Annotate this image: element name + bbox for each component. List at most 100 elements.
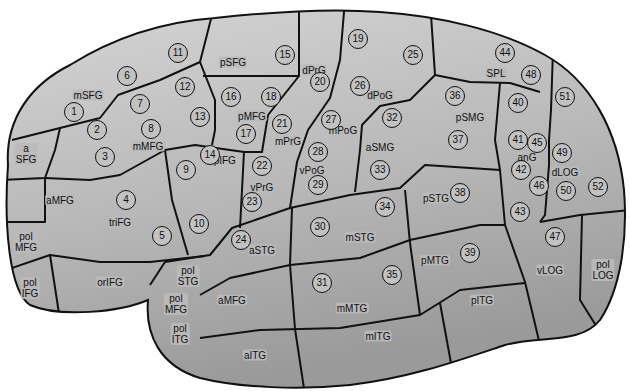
region-label: SPL bbox=[486, 68, 507, 79]
region-label: pSMG bbox=[455, 112, 485, 123]
callout-number: 8 bbox=[148, 124, 154, 134]
callout-number: 44 bbox=[499, 48, 510, 58]
callout-number: 9 bbox=[183, 165, 189, 175]
callout-number: 25 bbox=[407, 50, 418, 60]
region-label: aITG bbox=[243, 350, 267, 361]
callout-circle: 16 bbox=[221, 87, 241, 107]
region-boundary bbox=[290, 0, 345, 208]
region-label: vPoG bbox=[298, 165, 325, 176]
callout-number: 48 bbox=[525, 70, 536, 80]
callout-circle: 39 bbox=[460, 243, 480, 263]
region-boundary bbox=[200, 225, 505, 295]
callout-number: 40 bbox=[512, 98, 523, 108]
region-label: triFG bbox=[108, 217, 132, 228]
callout-number: 26 bbox=[354, 81, 365, 91]
region-label: mPrG bbox=[274, 136, 302, 147]
callout-number: 7 bbox=[137, 99, 143, 109]
callout-number: 15 bbox=[279, 50, 290, 60]
region-label: mSFG bbox=[73, 90, 104, 101]
callout-number: 49 bbox=[556, 148, 567, 158]
callout-circle: 46 bbox=[529, 176, 549, 196]
callout-circle: 33 bbox=[370, 160, 390, 180]
region-label: mMTG bbox=[336, 303, 369, 314]
region-boundary bbox=[12, 15, 212, 140]
region-boundary bbox=[440, 303, 455, 385]
callout-number: 50 bbox=[560, 186, 571, 196]
callout-number: 23 bbox=[246, 197, 257, 207]
callout-circle: 6 bbox=[117, 66, 137, 86]
callout-circle: 38 bbox=[450, 183, 470, 203]
callout-number: 36 bbox=[449, 91, 460, 101]
region-label: mSTG bbox=[345, 232, 376, 243]
region-boundary bbox=[203, 75, 299, 77]
callout-number: 42 bbox=[515, 165, 526, 175]
callout-number: 20 bbox=[314, 77, 325, 87]
callout-circle: 32 bbox=[382, 108, 402, 128]
region-label: pol STG bbox=[177, 265, 200, 287]
callout-number: 47 bbox=[549, 232, 560, 242]
callout-circle: 28 bbox=[308, 142, 328, 162]
callout-number: 10 bbox=[193, 219, 204, 229]
region-label: pol LOG bbox=[591, 259, 614, 281]
callout-circle: 1 bbox=[64, 102, 84, 122]
callout-circle: 41 bbox=[508, 130, 528, 150]
callout-circle: 12 bbox=[175, 77, 195, 97]
region-boundary bbox=[295, 329, 305, 391]
callout-number: 18 bbox=[265, 92, 276, 102]
callout-number: 22 bbox=[256, 161, 267, 171]
callout-number: 46 bbox=[533, 181, 544, 191]
callout-number: 16 bbox=[225, 92, 236, 102]
callout-circle: 8 bbox=[141, 119, 161, 139]
region-boundary bbox=[200, 62, 215, 145]
callout-number: 34 bbox=[379, 202, 390, 212]
callout-number: 12 bbox=[179, 82, 190, 92]
callout-circle: 26 bbox=[350, 76, 370, 96]
callout-number: 38 bbox=[454, 188, 465, 198]
region-label: a SFG bbox=[15, 143, 38, 165]
callout-number: 33 bbox=[374, 165, 385, 175]
region-label: mITG bbox=[365, 331, 392, 342]
region-label: pMFG bbox=[237, 111, 267, 122]
region-label: pITG bbox=[470, 295, 494, 306]
callout-circle: 44 bbox=[495, 43, 515, 63]
callout-circle: 29 bbox=[308, 175, 328, 195]
callout-number: 28 bbox=[312, 147, 323, 157]
callout-circle: 43 bbox=[510, 202, 530, 222]
callout-circle: 7 bbox=[130, 94, 150, 114]
callout-circle: 9 bbox=[176, 160, 196, 180]
callout-number: 43 bbox=[514, 207, 525, 217]
callout-circle: 14 bbox=[200, 145, 220, 165]
region-label: dPoG bbox=[366, 90, 394, 101]
callout-number: 17 bbox=[240, 129, 251, 139]
callout-circle: 34 bbox=[375, 197, 395, 217]
callout-circle: 51 bbox=[555, 87, 575, 107]
region-label: dLOG bbox=[551, 167, 580, 178]
region-label: pSFG bbox=[219, 57, 247, 68]
callout-number: 51 bbox=[559, 92, 570, 102]
region-boundary bbox=[405, 190, 410, 243]
callout-circle: 35 bbox=[382, 265, 402, 285]
brain-surface bbox=[7, 10, 625, 387]
callout-circle: 4 bbox=[116, 190, 136, 210]
region-label: pMTG bbox=[420, 255, 450, 266]
callout-circle: 48 bbox=[521, 65, 541, 85]
callout-circle: 25 bbox=[403, 45, 423, 65]
callout-number: 14 bbox=[204, 150, 215, 160]
callout-circle: 20 bbox=[310, 72, 330, 92]
callout-circle: 27 bbox=[321, 110, 341, 130]
region-label: pSTG bbox=[422, 193, 450, 204]
callout-number: 35 bbox=[386, 270, 397, 280]
callout-circle: 23 bbox=[242, 192, 262, 212]
callout-number: 30 bbox=[314, 222, 325, 232]
callout-number: 21 bbox=[276, 119, 287, 129]
callout-circle: 37 bbox=[448, 130, 468, 150]
callout-circle: 50 bbox=[556, 181, 576, 201]
callout-circle: 47 bbox=[545, 227, 565, 247]
callout-number: 2 bbox=[94, 125, 100, 135]
callout-circle: 21 bbox=[272, 114, 292, 134]
region-label: vPrG bbox=[250, 182, 275, 193]
callout-circle: 18 bbox=[261, 87, 281, 107]
callout-number: 5 bbox=[159, 231, 165, 241]
region-label: aMFG bbox=[45, 195, 75, 206]
